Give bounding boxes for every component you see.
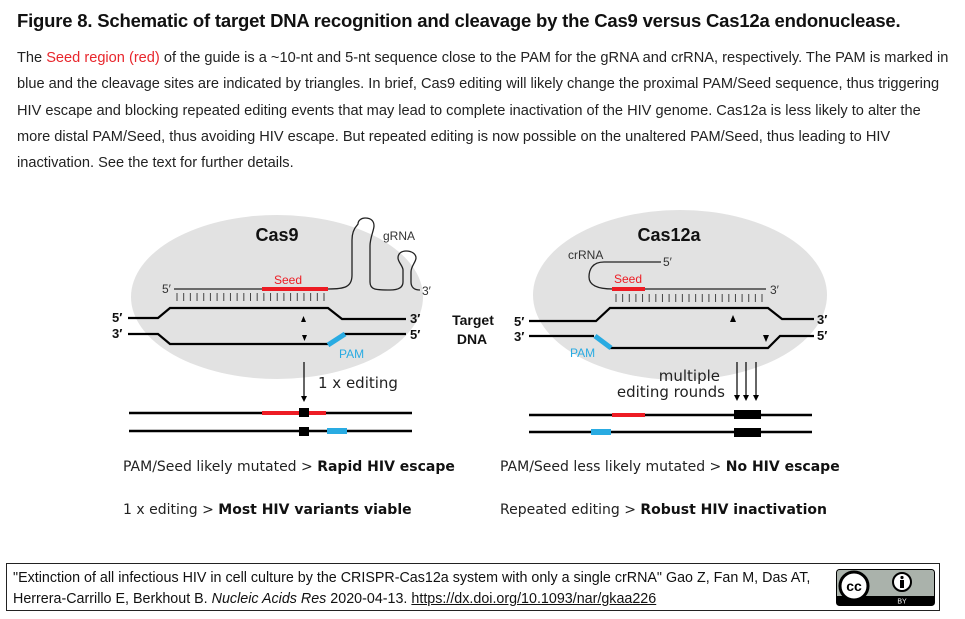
cas9-editing-label: 1 x editing	[318, 374, 398, 392]
cas9-pam	[326, 331, 347, 348]
cas12a-editing-label-line1: multiple	[659, 367, 720, 385]
caption-prefix: The	[17, 50, 47, 66]
cas12a-protein	[533, 210, 827, 380]
cas12a-cleavage-bottom-triangle	[763, 335, 769, 342]
target-dna-label-line2: DNA	[457, 331, 487, 347]
schematic-diagram: Cas9 5′ Seed gRNA 3′ PAM 5′ 3′ 3′ 5′ 1 x…	[112, 210, 840, 518]
cas12a-crrna-5prime: 5′	[663, 255, 673, 269]
cas9-base-pairs	[176, 293, 325, 301]
citation-box: "Extinction of all infectious HIV in cel…	[6, 563, 940, 611]
cas12a-crrna-hairpin	[588, 261, 661, 290]
cas12a-dna-top-3prime: 3′	[817, 312, 827, 327]
cas9-result-seed	[262, 411, 326, 415]
cas12a-outcome-2: Repeated editing > Robust HIV inactivati…	[500, 502, 827, 518]
citation-text: "Extinction of all infectious HIV in cel…	[13, 568, 833, 610]
cas12a-result-mutation-bottom	[734, 428, 761, 437]
cas12a-label: Cas12a	[637, 225, 701, 245]
cas9-result-pam	[327, 428, 347, 434]
cas12a-outcome-1: PAM/Seed less likely mutated > No HIV es…	[500, 459, 840, 475]
cas9-label: Cas9	[255, 225, 298, 245]
cas9-dna-top-3prime: 3′	[410, 311, 420, 326]
cas9-dna-bottom-5prime: 5′	[410, 327, 420, 342]
cas9-editing-arrowhead	[301, 396, 307, 402]
figure-title: Figure 8. Schematic of target DNA recogn…	[17, 10, 901, 31]
cas12a-editing-arrows	[734, 362, 759, 401]
target-dna-label-line1: Target	[452, 312, 494, 328]
cas12a-result-seed	[612, 413, 645, 417]
cas9-grna-5prime: 5′	[162, 282, 172, 296]
cas12a-base-pairs	[615, 294, 763, 302]
cc-badge-bottom-band	[837, 596, 934, 605]
cas9-dna-top-5prime: 5′	[112, 310, 122, 325]
cas12a-seed-label: Seed	[614, 272, 642, 286]
citation-journal: Nucleic Acids Res	[211, 591, 327, 607]
cas9-result-mutation-top	[299, 408, 309, 417]
cas9-dna-bottom-3prime: 3′	[112, 326, 122, 341]
figure-caption: The Seed region (red) of the guide is a …	[17, 45, 957, 176]
cas12a-editing-label-line2: editing rounds	[617, 383, 725, 401]
cas9-pam-label: PAM	[339, 347, 364, 361]
cc-icon	[838, 570, 870, 602]
cas12a-dna-top-5prime: 5′	[514, 314, 524, 329]
caption-seed-highlight: Seed region (red)	[46, 50, 160, 66]
cas9-cleavage-top-triangle	[301, 316, 306, 322]
citation-title: "Extinction of all infectious HIV in cel…	[13, 570, 663, 586]
attribution-icon-body	[900, 580, 904, 588]
cas9-grna-label: gRNA	[383, 229, 415, 243]
cas12a-cleavage-top-triangle	[730, 315, 736, 322]
cas12a-pam-label: PAM	[570, 346, 595, 360]
cas9-dna-top-strand	[128, 306, 406, 321]
by-label: BY	[897, 599, 907, 606]
cas9-seed-label: Seed	[274, 273, 302, 287]
cas9-cleavage-bottom-triangle	[302, 335, 307, 341]
cas12a-editing-arrowhead-2	[743, 395, 749, 401]
cas9-dna-bottom-strand	[128, 332, 406, 346]
cas12a-pam	[593, 334, 613, 350]
citation-doi-link[interactable]: https://dx.doi.org/10.1093/nar/gkaa226	[411, 591, 657, 607]
cas9-seed	[262, 287, 328, 291]
cas12a-result-pam	[591, 429, 611, 435]
caption-body: of the guide is a ~10-nt and 5-nt sequen…	[17, 50, 949, 172]
cas9-grna-loops	[327, 217, 421, 291]
cas12a-dna-bottom-5prime: 5′	[817, 328, 827, 343]
cas12a-editing-arrowhead-3	[753, 395, 759, 401]
cas12a-dna-bottom-strand	[529, 334, 814, 350]
cc-by-license-badge[interactable]: cc BY	[836, 569, 935, 606]
cas9-outcome-1: PAM/Seed likely mutated > Rapid HIV esca…	[123, 459, 455, 475]
cas12a-seed	[612, 287, 645, 291]
cas12a-crrna-3prime: 3′	[770, 283, 780, 297]
cas12a-editing-arrowhead-1	[734, 395, 740, 401]
cas12a-result-mutation-top	[734, 410, 761, 419]
cas12a-dna-bottom-3prime: 3′	[514, 329, 524, 344]
attribution-icon-head	[900, 575, 904, 580]
cas9-result-mutation-bottom	[299, 427, 309, 436]
citation-date: 2020-04-13.	[326, 591, 412, 607]
cas9-grna-3prime: 3′	[422, 284, 432, 298]
cas9-outcome-2: 1 x editing > Most HIV variants viable	[123, 502, 412, 518]
cas12a-dna-top-strand	[529, 306, 814, 323]
cc-icon-glyph: cc	[846, 578, 862, 594]
cas12a-crrna-label: crRNA	[568, 248, 603, 262]
citation-authors: Gao Z, Fan M, Das AT, Herrera-Carrillo E…	[13, 570, 811, 607]
